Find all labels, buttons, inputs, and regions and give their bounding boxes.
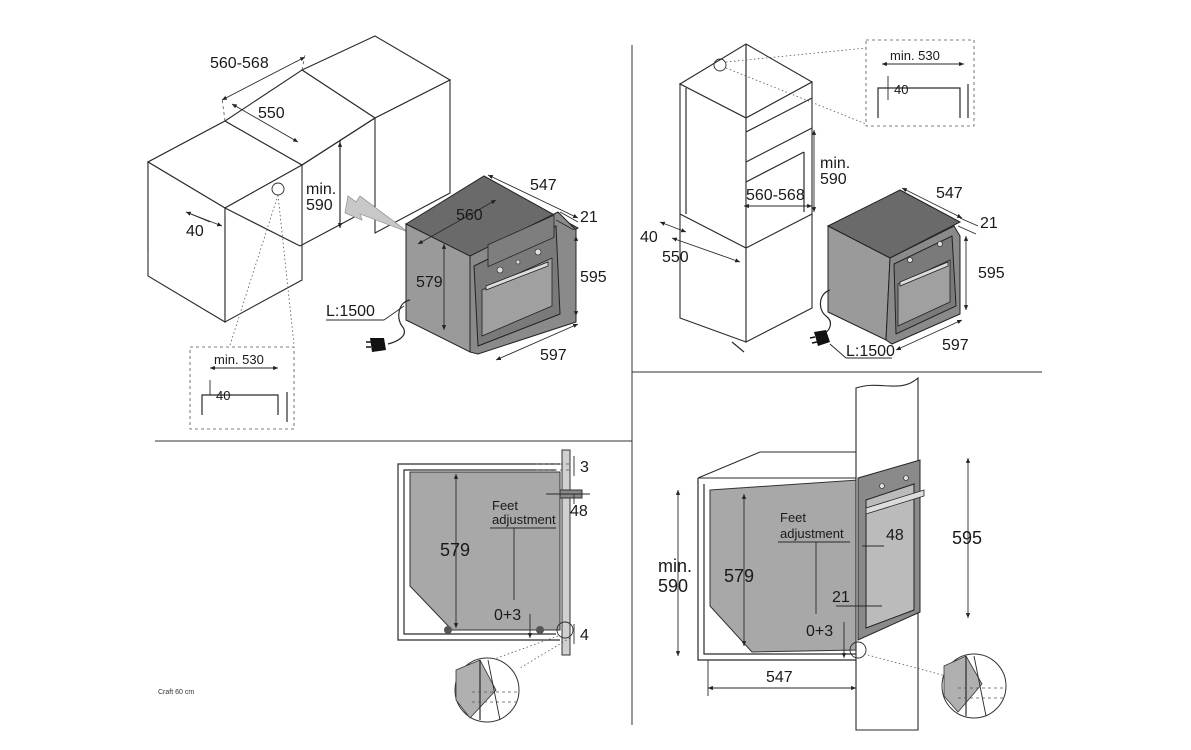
oven-top-left [404,175,580,355]
oven-side-height-label: 579 [416,274,443,291]
oven-front-height-label: 595 [580,269,607,286]
detail-min-width-right: min. 530 [890,48,940,63]
front-thickness-right: 21 [980,215,998,232]
offset-label: 48 [570,503,588,520]
oven-front-height-right: 595 [978,265,1005,282]
oven-width-label: 560 [456,207,483,224]
oven-height-right: 579 [724,566,754,586]
detail-marker-right [713,58,727,72]
detail-gap: 40 [216,388,230,403]
bottom-gap-label: 4 [580,627,589,644]
cabinet-right [697,451,861,479]
oven-depth-label: 547 [530,177,557,194]
cable-length-right: L:1500 [846,343,895,360]
feet-l2-right: adjustment [780,526,844,541]
detail-min-width: min. 530 [214,352,264,367]
oven-body-right [709,479,859,653]
feet-l2: adjustment [492,512,556,527]
min-height-l2: 590 [306,197,333,214]
panel-top-right: min. 530 40 min. 590 560-568 40 550 547 … [640,39,1005,360]
min-height-l1: min. [306,181,336,198]
oven-front-width-right: 597 [942,337,969,354]
oven-front-panel [561,449,571,656]
min-height-l2-br: 590 [658,576,688,596]
width-range-label: 560-568 [210,55,269,72]
detail-zoom-left [454,657,520,723]
oven-front-width-label: 597 [540,347,567,364]
depth-br: 547 [766,669,793,686]
width-range-right: 560-568 [746,187,805,204]
cabinet-section [397,463,560,641]
cable-length-label: L:1500 [326,303,375,320]
oven-depth-right: 547 [936,185,963,202]
panel-bottom-left: 3 48 Feet adjustment 579 0+3 4 Craft 60 … [158,449,590,723]
front-height-br: 595 [952,528,982,548]
setback-right: 40 [640,229,658,246]
feet-l1: Feet [492,498,518,513]
min-height-l1-br: min. [658,556,692,576]
oven-body-section [409,471,561,631]
oven-top-right [826,189,962,345]
offset-right: 48 [886,527,904,544]
front-thickness-label: 21 [580,209,598,226]
panel-bottom-right: Feet adjustment 48 579 min. 590 595 21 0… [658,376,1007,731]
top-gap-label: 3 [580,459,589,476]
plug-icon-right [809,330,830,346]
insert-arrow [344,195,409,233]
min-height-l2-right: 590 [820,171,847,188]
detail-box [189,346,295,430]
setback-label: 40 [186,223,204,240]
min-height-l1-right: min. [820,155,850,172]
front-thickness-br: 21 [832,589,850,606]
detail-zoom-right [941,653,1007,719]
caption-label: Craft 60 cm [158,689,194,696]
feet-range-br: 0+3 [806,623,833,640]
detail-gap-right: 40 [894,82,908,97]
cable-right [819,289,832,335]
detail-box-right [865,39,975,127]
feet-l1-right: Feet [780,510,806,525]
kitchen-cabinets [146,35,452,323]
depth-right: 550 [662,249,689,266]
feet-range-label: 0+3 [494,607,521,624]
plug-icon [366,338,386,352]
oven-height-label: 579 [440,540,470,560]
panel-top-left: L:1500 560-568 550 min. 590 40 min. 530 … [146,35,607,430]
cable [387,299,411,345]
depth-label: 550 [258,105,285,122]
